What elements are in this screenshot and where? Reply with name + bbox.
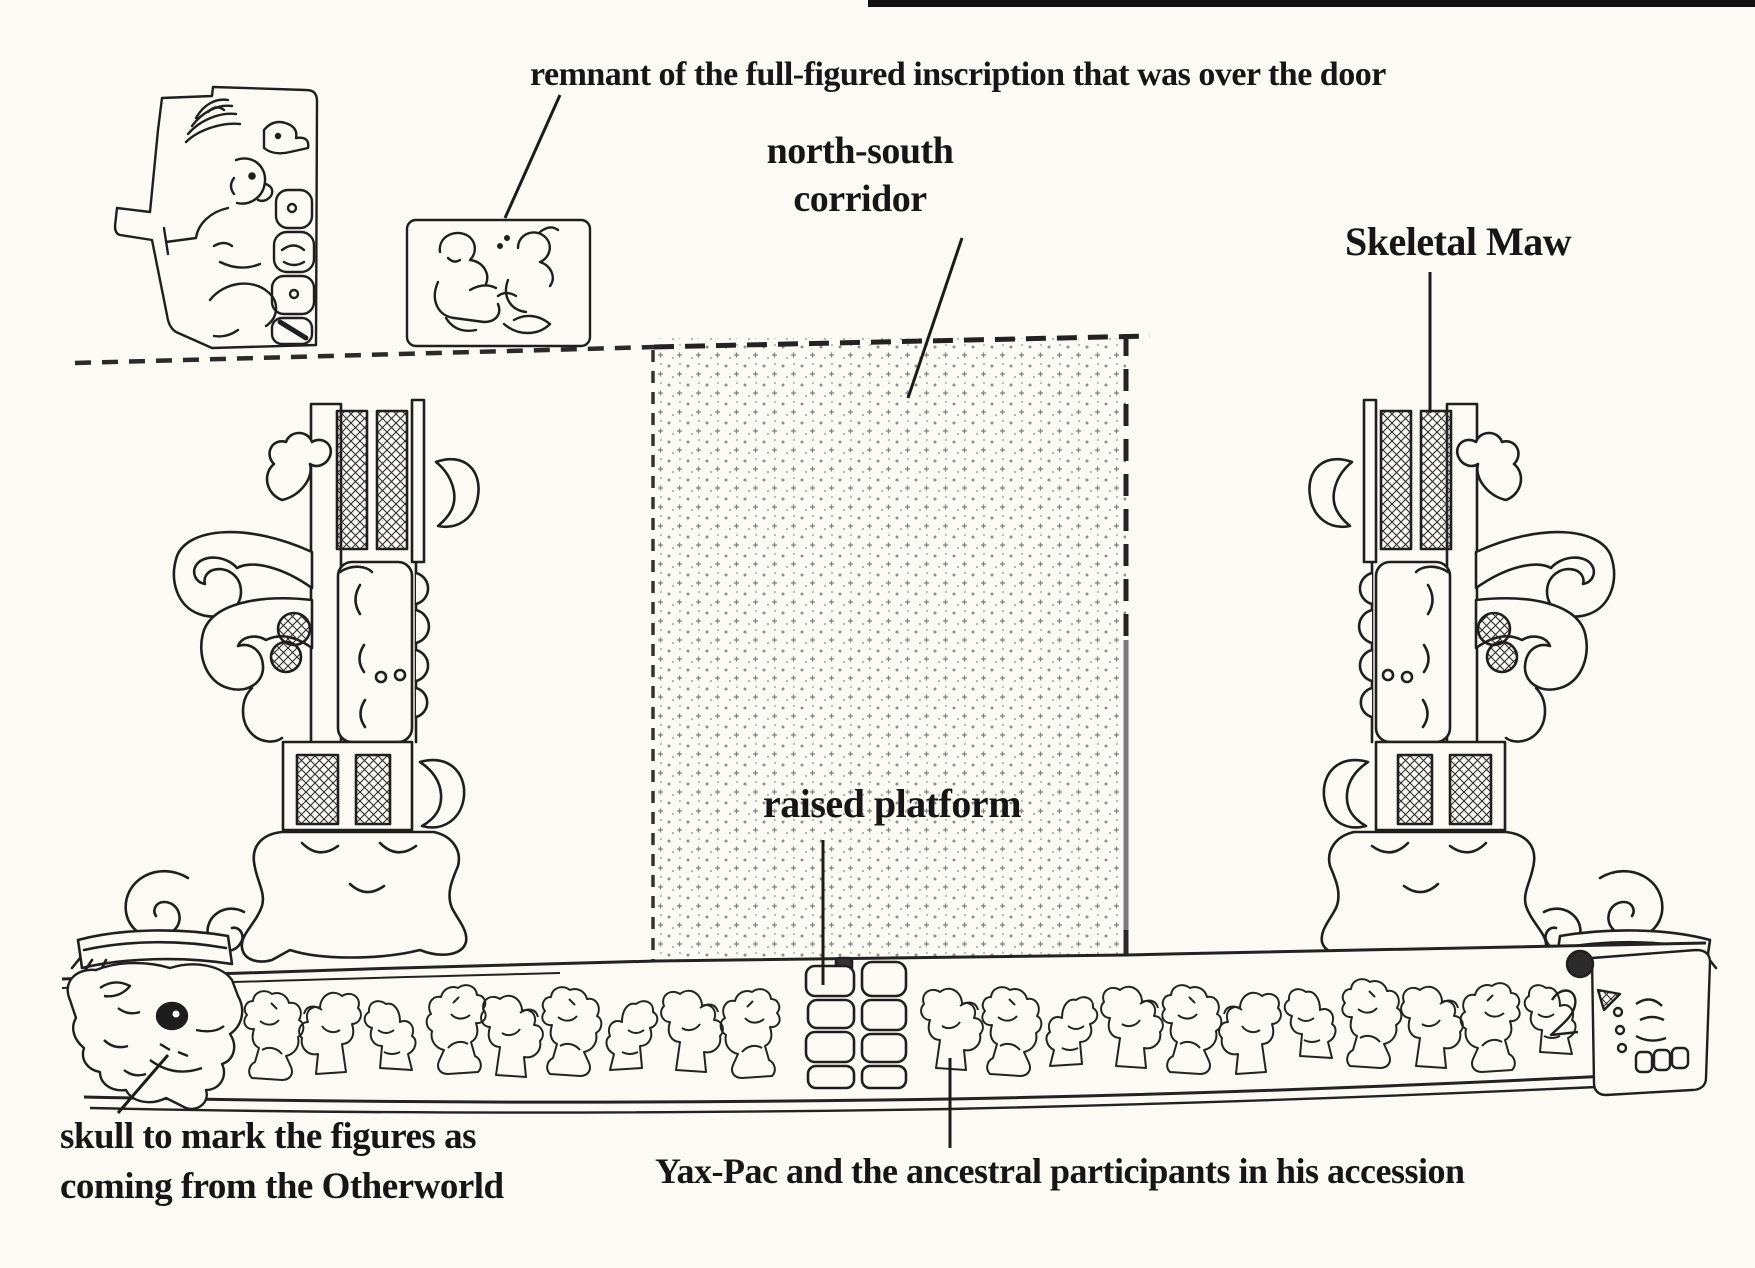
otherworld-skull xyxy=(66,961,244,1111)
label-skull: skull to mark the figures as coming from… xyxy=(60,1112,504,1212)
label-corridor-line1: north-south xyxy=(766,130,954,172)
leader-inscription xyxy=(503,94,562,219)
right-skeletal-maw xyxy=(1308,398,1718,974)
label-corridor-line2: corridor xyxy=(793,177,927,220)
glyph-numeral-2 xyxy=(1549,989,1579,1037)
accession-frieze xyxy=(61,941,1712,1114)
label-skull-line2: coming from the Otherworld xyxy=(60,1165,504,1207)
left-skeletal-maw xyxy=(70,398,480,974)
leader-lines xyxy=(116,94,1432,1148)
scan-edge-artifact xyxy=(868,0,1755,7)
label-skeletal-maw: Skeletal Maw xyxy=(1345,219,1572,264)
label-inscription: remnant of the full-figured inscription … xyxy=(530,56,1386,93)
frieze-glyph-column xyxy=(804,956,908,1090)
label-corridor: north-south corridor xyxy=(745,128,975,223)
label-yaxpac: Yax-Pac and the ancestral participants i… xyxy=(655,1151,1465,1191)
inscription-fragment-figure xyxy=(113,85,319,350)
leader-skull xyxy=(116,1054,170,1114)
label-raised-platform: raised platform xyxy=(763,781,1022,826)
leader-corridor xyxy=(906,237,964,399)
label-skull-line1: skull to mark the figures as xyxy=(60,1116,476,1157)
inscription-fragment-block xyxy=(405,218,592,348)
raised-platform-area xyxy=(74,333,1151,972)
wall-dashed-line xyxy=(74,344,655,366)
frieze-right-glyph-panel xyxy=(1549,948,1712,1097)
